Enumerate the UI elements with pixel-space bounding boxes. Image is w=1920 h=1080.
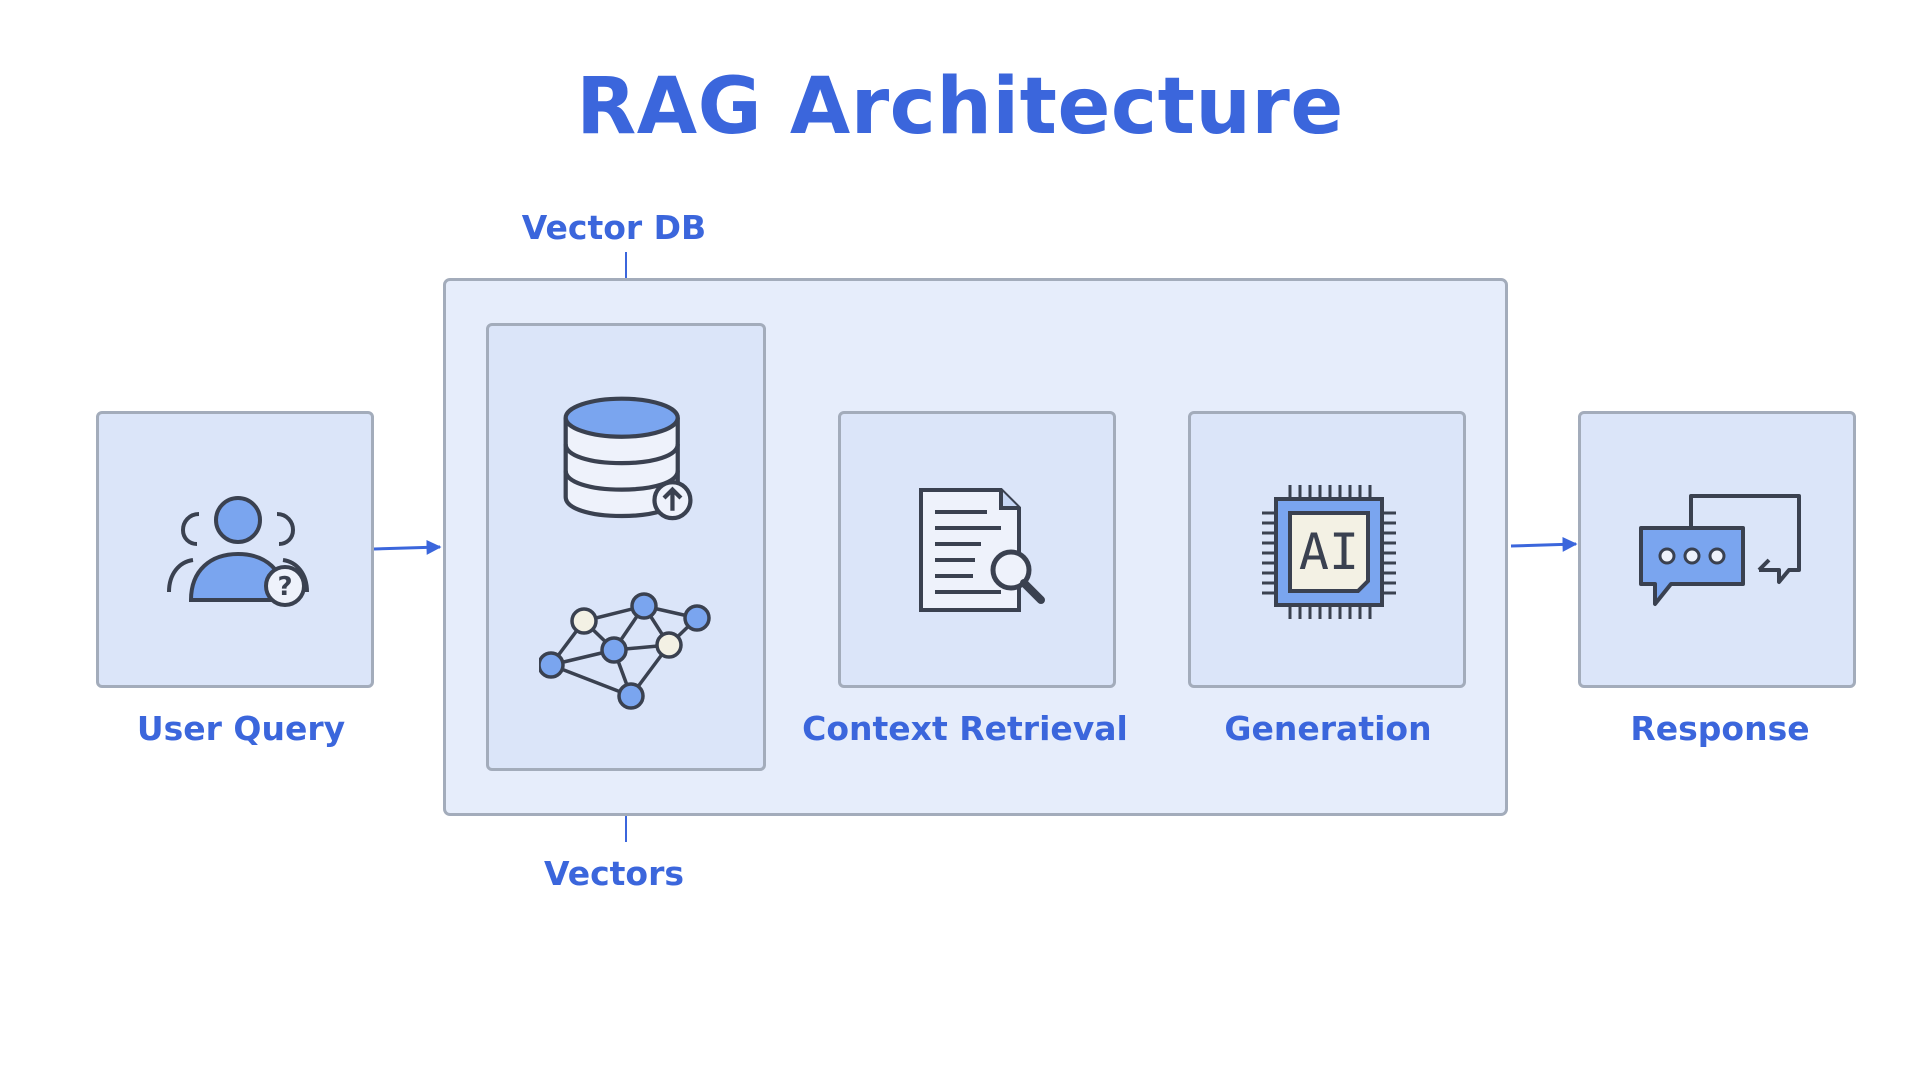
vector-network-icon (539, 592, 711, 710)
page-title: RAG Architecture (576, 62, 1344, 152)
database-upload-icon (563, 396, 693, 521)
user-query-label: User Query (136, 709, 346, 748)
context-retrieval-card (838, 411, 1116, 688)
user-question-icon: ? (167, 496, 309, 607)
response-card (1578, 411, 1856, 688)
ai-chip-icon: AI (1262, 485, 1396, 619)
generation-card: AI (1188, 411, 1466, 688)
context-retrieval-label: Context Retrieval (802, 709, 1128, 748)
document-search-icon (919, 488, 1045, 612)
vector-db-label: Vector DB (521, 208, 707, 247)
vector-store-card (486, 323, 766, 771)
vectors-label: Vectors (543, 854, 685, 893)
response-label: Response (1630, 709, 1810, 748)
svg-text:?: ? (277, 572, 292, 602)
chat-bubbles-icon (1639, 494, 1801, 606)
ai-chip-text: AI (1299, 523, 1359, 581)
arrow-query-to-store (373, 539, 442, 555)
arrow-generation-response (1510, 536, 1578, 552)
user-query-card: ? (96, 411, 374, 688)
generation-label: Generation (1224, 709, 1432, 748)
